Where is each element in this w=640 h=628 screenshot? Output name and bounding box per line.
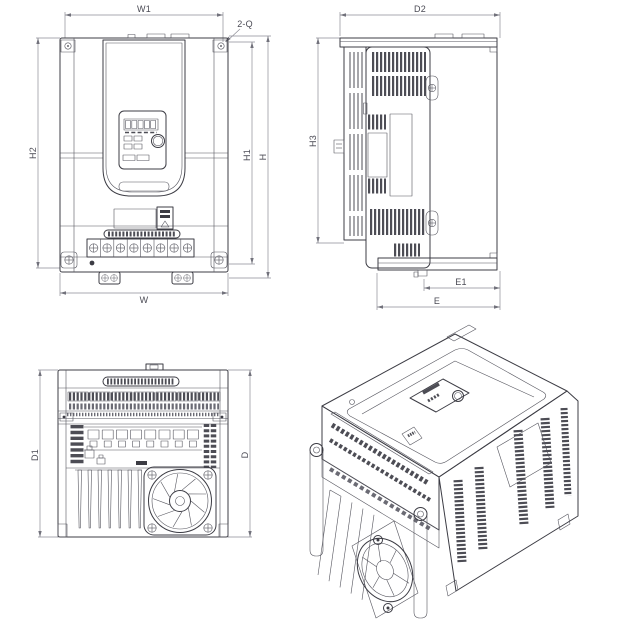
back-heatsink-edge: [333, 46, 367, 241]
cable-vent: [103, 229, 181, 239]
side-knob: [333, 139, 345, 154]
dim-h2-label: H2: [28, 147, 38, 159]
cover-handle: [118, 181, 170, 192]
dim-w1-label: W1: [137, 4, 151, 14]
dim-d2-label: D2: [414, 4, 426, 14]
vent-rows: [67, 391, 221, 417]
dim-d1-label: D1: [30, 449, 40, 461]
control-terminals: [70, 424, 217, 468]
heatsink-fins: [75, 469, 142, 529]
iso-keypad: [409, 378, 470, 413]
keypad-display: [123, 118, 159, 134]
keypad-buttons: [122, 135, 150, 161]
iso-cooling-fan: [351, 520, 419, 619]
isometric-view: [309, 324, 579, 619]
dim-e1-label: E1: [455, 277, 466, 287]
dim-h3-label: H3: [308, 135, 318, 147]
front-dimensions: W1 2-Q H2 H1 H W: [28, 4, 271, 305]
power-terminals: [86, 238, 195, 258]
dim-h-label: H: [258, 154, 268, 161]
front-view: W1 2-Q H2 H1 H W: [28, 4, 271, 305]
bottom-dimensions: D1 D: [30, 369, 252, 538]
ground-point: [89, 260, 95, 266]
iso-warning-label: [401, 426, 423, 446]
iso-body: [309, 324, 579, 619]
side-dimensions: D2 H3 E1 E: [308, 4, 501, 310]
dim-2q-label: 2-Q: [237, 19, 253, 29]
iso-heatsink-fins: [317, 489, 375, 600]
bottom-view: D1 D: [30, 363, 252, 538]
dim-w-label: W: [140, 295, 149, 305]
warning-label: [156, 206, 174, 230]
top-vent-slot: [102, 376, 180, 387]
dim-e-label: E: [434, 296, 440, 306]
side-vent-panel: [344, 46, 439, 269]
keypad: [118, 110, 167, 170]
cooling-fan: [143, 466, 217, 536]
side-body: [333, 33, 498, 278]
mounting-holes: [60, 39, 228, 269]
nameplate-label: [113, 208, 157, 229]
bottom-flange: [377, 257, 498, 278]
dim-h1-label: H1: [242, 149, 252, 161]
keypad-knob: [151, 134, 165, 148]
side-view: D2 H3 E1 E: [308, 4, 501, 310]
corner-clips: [59, 412, 227, 422]
mounting-feet: [98, 271, 194, 285]
front-cover: [102, 39, 186, 197]
bottom-body: [57, 363, 229, 538]
dim-d-label: D: [240, 451, 250, 458]
